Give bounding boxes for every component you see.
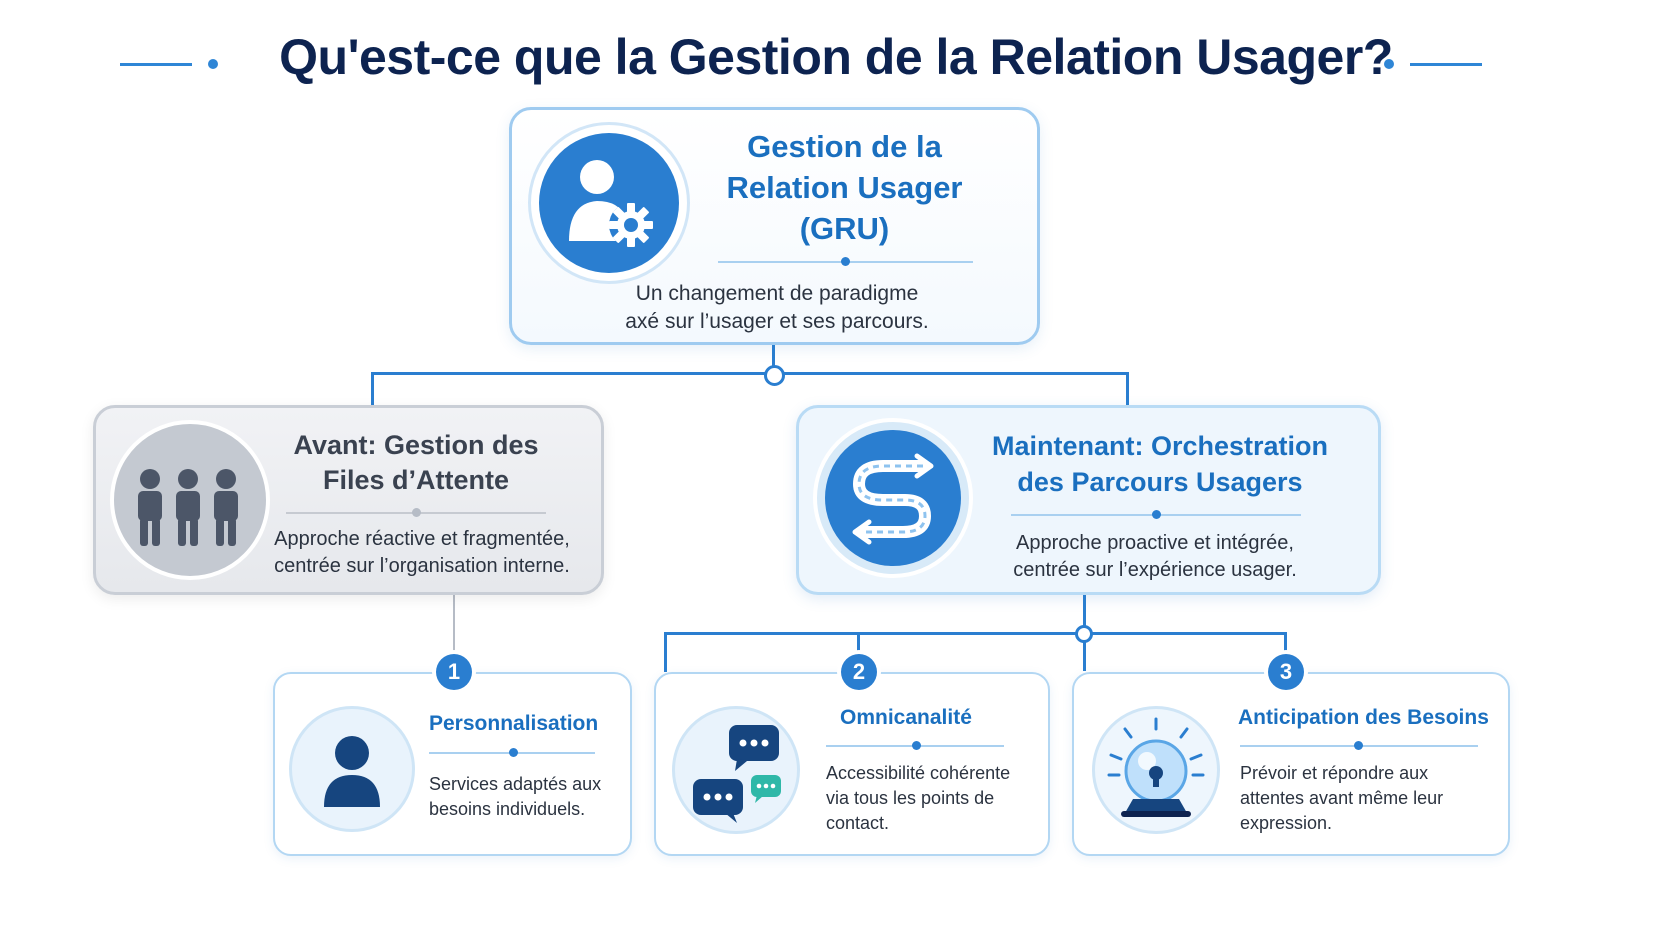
before-heading: Avant: Gestion des Files d’Attente	[276, 428, 556, 498]
pillar1-title: Personnalisation	[429, 712, 599, 735]
title-dot-right	[1384, 59, 1394, 69]
pillar2-divider	[826, 741, 1004, 750]
pillar3-description-line-3: expression.	[1240, 812, 1333, 833]
title-line-left	[120, 63, 192, 66]
now-description-line-2: centrée sur l’expérience usager.	[1013, 559, 1297, 581]
pillar-card-anticipation: Anticipation des Besoins Prévoir et répo…	[1072, 672, 1510, 856]
now-heading-line-2: des Parcours Usagers	[1017, 467, 1303, 497]
pillar3-icon-ring	[1092, 706, 1220, 834]
gru-heading-line-2: Relation Usager	[726, 170, 963, 205]
connector-to-now	[1126, 372, 1129, 406]
pillar3-description-line-2: attentes avant même leur	[1240, 787, 1444, 808]
queue-people-icon	[138, 469, 238, 546]
before-card: Avant: Gestion des Files d’Attente Appro…	[93, 405, 604, 595]
connector-to-before	[371, 372, 374, 406]
pillar2-title: Omnicanalité	[840, 706, 972, 729]
pillar-card-omnicanalite: Omnicanalité Accessibilité cohérente via…	[654, 672, 1050, 856]
gru-heading-line-1: Gestion de la	[747, 129, 942, 164]
user-gear-icon	[539, 133, 679, 273]
connector-horizontal-top	[371, 372, 1129, 375]
connector-to-pillar3-badge	[1284, 632, 1287, 658]
gru-divider	[718, 257, 973, 266]
now-card: Maintenant: Orchestration des Parcours U…	[796, 405, 1381, 595]
pillar3-title: Anticipation des Besoins	[1238, 706, 1489, 729]
gru-description-line-1: Un changement de paradigme	[635, 282, 919, 305]
now-heading: Maintenant: Orchestration des Parcours U…	[975, 428, 1345, 500]
before-description: Approche réactive et fragmentée, centrée…	[266, 526, 578, 580]
pillar3-description: Prévoir et répondre aux attentes avant m…	[1240, 761, 1443, 835]
chat-bubbles-icon	[693, 725, 781, 823]
pillar2-description-line-3: contact.	[826, 812, 890, 833]
pillar2-number-badge: 2	[841, 654, 877, 690]
connector-main-down	[772, 344, 775, 366]
pillar1-description-line-1: Services adaptés aux	[429, 774, 602, 794]
gru-description: Un changement de paradigme axé sur l’usa…	[572, 280, 982, 337]
pillar2-description-line-2: via tous les points de	[826, 787, 995, 808]
pillar1-description-line-2: besoins individuels.	[429, 798, 586, 819]
pillar2-description-line-1: Accessibilité cohérente	[826, 763, 1011, 783]
person-icon	[324, 736, 380, 807]
connector-to-pillar2-badge	[857, 632, 860, 658]
junction-top	[764, 365, 785, 386]
pillar-card-personnalisation: Personnalisation Services adaptés aux be…	[273, 672, 632, 856]
pillar2-icon-ring	[672, 706, 800, 834]
crystal-ball-icon	[1107, 717, 1205, 817]
pillar1-icon-ring	[289, 706, 415, 832]
connector-before-down	[453, 594, 455, 656]
gru-card: Gestion de la Relation Usager (GRU) Un c…	[509, 107, 1040, 345]
gru-icon-ring	[528, 122, 690, 284]
connector-to-pillar2-left	[664, 632, 667, 672]
pillar1-number-badge: 1	[436, 654, 472, 690]
junction-bottom	[1075, 625, 1093, 643]
gru-heading: Gestion de la Relation Usager (GRU)	[702, 126, 987, 249]
pillar3-number-badge: 3	[1268, 654, 1304, 690]
now-divider	[1011, 510, 1301, 519]
pillar1-divider	[429, 748, 595, 757]
now-icon-ring	[813, 418, 973, 578]
journey-path-icon	[825, 430, 961, 566]
pillar3-divider	[1240, 741, 1478, 750]
before-icon-ring	[110, 420, 270, 580]
now-description-line-1: Approche proactive et intégrée,	[1016, 532, 1294, 554]
page-title: Qu'est-ce que la Gestion de la Relation …	[279, 29, 1393, 85]
before-description-line-1: Approche réactive et fragmentée,	[274, 528, 570, 550]
gru-heading-line-3: (GRU)	[799, 211, 890, 246]
now-description: Approche proactive et intégrée, centrée …	[995, 530, 1315, 584]
pillar1-description: Services adaptés aux besoins individuels…	[429, 772, 601, 822]
connector-horizontal-bottom	[664, 632, 1286, 635]
before-divider	[286, 508, 546, 517]
pillar2-description: Accessibilité cohérente via tous les poi…	[826, 761, 1010, 835]
before-description-line-2: centrée sur l’organisation interne.	[274, 555, 570, 577]
pillar3-description-line-1: Prévoir et répondre aux	[1240, 763, 1429, 783]
before-heading-line-2: Files d’Attente	[322, 465, 510, 495]
title-dot-left	[208, 59, 218, 69]
gru-description-line-2: axé sur l’usager et ses parcours.	[625, 310, 929, 334]
before-heading-line-1: Avant: Gestion des	[293, 430, 539, 460]
now-heading-line-1: Maintenant: Orchestration	[991, 431, 1329, 461]
title-line-right	[1410, 63, 1482, 66]
